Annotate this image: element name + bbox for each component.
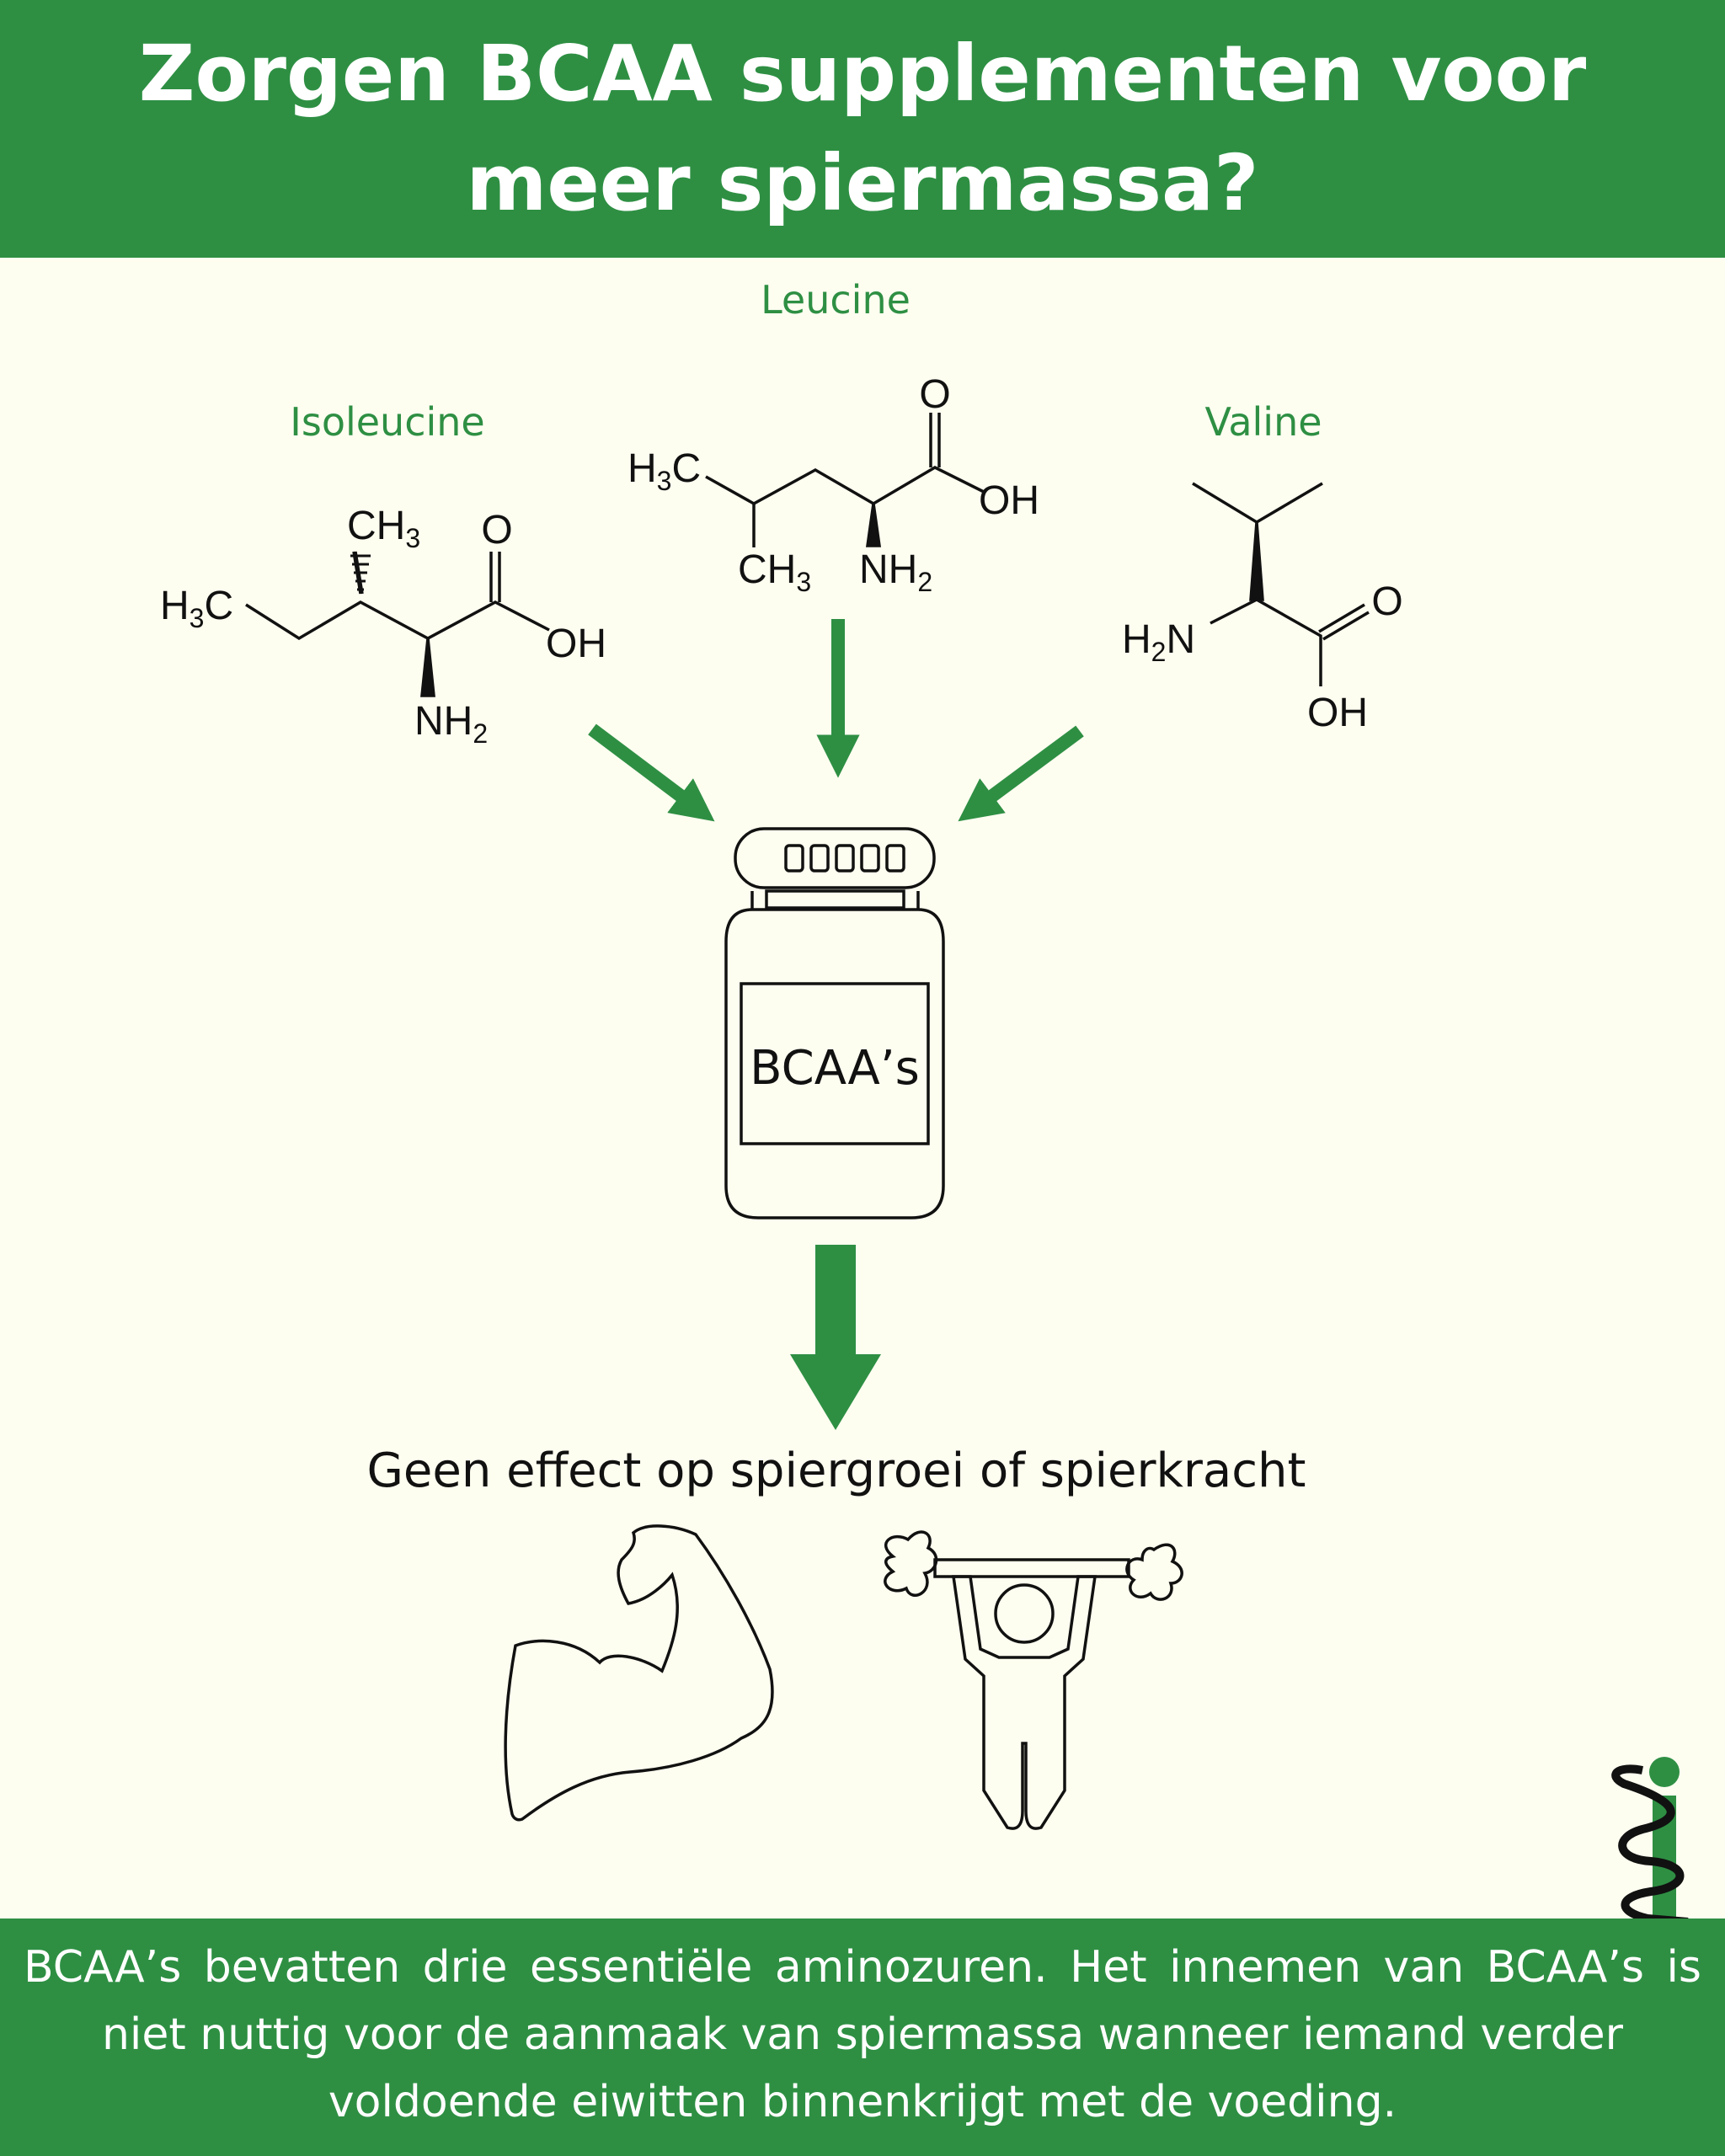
result-text: Geen effect op spiergroei of spierkracht (367, 1444, 1306, 1498)
isoleucine-h3c-h: H (160, 584, 190, 628)
valine-oh: OH (1307, 691, 1368, 735)
valine-h2n-h: H (1122, 617, 1151, 662)
page-title-line-2: meer spiermassa? (466, 138, 1259, 228)
isoleucine-h3c-sub: 3 (190, 603, 205, 633)
leucine-oh: OH (979, 478, 1039, 523)
diagram-canvas: Leucine Isoleucine Valine H3C O OH CH3 N… (160, 277, 1689, 1919)
footer-text-line-3: voldoende eiwitten binnenkrijgt met de v… (328, 2077, 1397, 2127)
leucine-nh2-nh: NH (859, 547, 917, 592)
header-banner: Zorgen BCAA supplementen voor meer spier… (0, 0, 1725, 258)
leucine-ch3-ch: CH (738, 547, 796, 592)
leucine-structure (705, 413, 986, 547)
valine-structure (1192, 482, 1370, 686)
bottle-label: BCAA’s (750, 1041, 920, 1096)
valine-h2n-sub: 2 (1151, 637, 1167, 667)
valine-o: O (1371, 579, 1402, 624)
result-arrow (790, 1245, 881, 1430)
leucine-o: O (919, 372, 950, 417)
isoleucine-structure (245, 551, 550, 697)
page-title-line-1: Zorgen BCAA supplementen voor (138, 29, 1587, 119)
arrow-from-valine (958, 725, 1084, 822)
isoleucine-nh2-nh: NH (414, 699, 473, 744)
leucine-nh2-sub: 2 (917, 567, 932, 597)
bcaa-bottle (724, 827, 945, 1219)
leucine-h3c-c: C (671, 446, 701, 491)
svg-text:H2N: H2N (1122, 617, 1195, 667)
isoleucine-o: O (481, 508, 512, 552)
isoleucine-oh: OH (546, 622, 606, 666)
valine-h2n-n: N (1166, 617, 1195, 662)
svg-text:NH2: NH2 (859, 547, 932, 597)
flexed-arm-icon (504, 1524, 774, 1822)
svg-text:H3C: H3C (628, 446, 701, 496)
valine-name: Valine (1204, 399, 1322, 445)
footer-text-line-2: niet nuttig voor de aanmaak van spiermas… (101, 2009, 1624, 2060)
footer-banner: BCAA’s bevatten drie essentiële aminozur… (0, 1919, 1725, 2156)
isoleucine-ch3-ch: CH (347, 504, 405, 548)
svg-text:CH3: CH3 (347, 504, 420, 553)
svg-text:CH3: CH3 (738, 547, 811, 597)
leucine-name: Leucine (761, 277, 911, 323)
logo-icon (1611, 1757, 1689, 1919)
weightlifter-icon (884, 1530, 1183, 1830)
leucine-h3c-h: H (628, 446, 657, 491)
svg-text:NH2: NH2 (414, 699, 488, 749)
leucine-ch3-sub: 3 (796, 567, 811, 597)
isoleucine-hash-bond (350, 554, 371, 591)
svg-text:H3C: H3C (160, 584, 233, 633)
footer-text-line-1: BCAA’s bevatten drie essentiële aminozur… (24, 1942, 1701, 1993)
arrow-from-isoleucine (588, 723, 715, 822)
leucine-h3c-sub: 3 (657, 466, 672, 496)
isoleucine-name: Isoleucine (290, 399, 484, 445)
isoleucine-h3c-c: C (204, 584, 233, 628)
isoleucine-ch3-sub: 3 (405, 523, 420, 553)
isoleucine-nh2-sub: 2 (473, 718, 488, 749)
